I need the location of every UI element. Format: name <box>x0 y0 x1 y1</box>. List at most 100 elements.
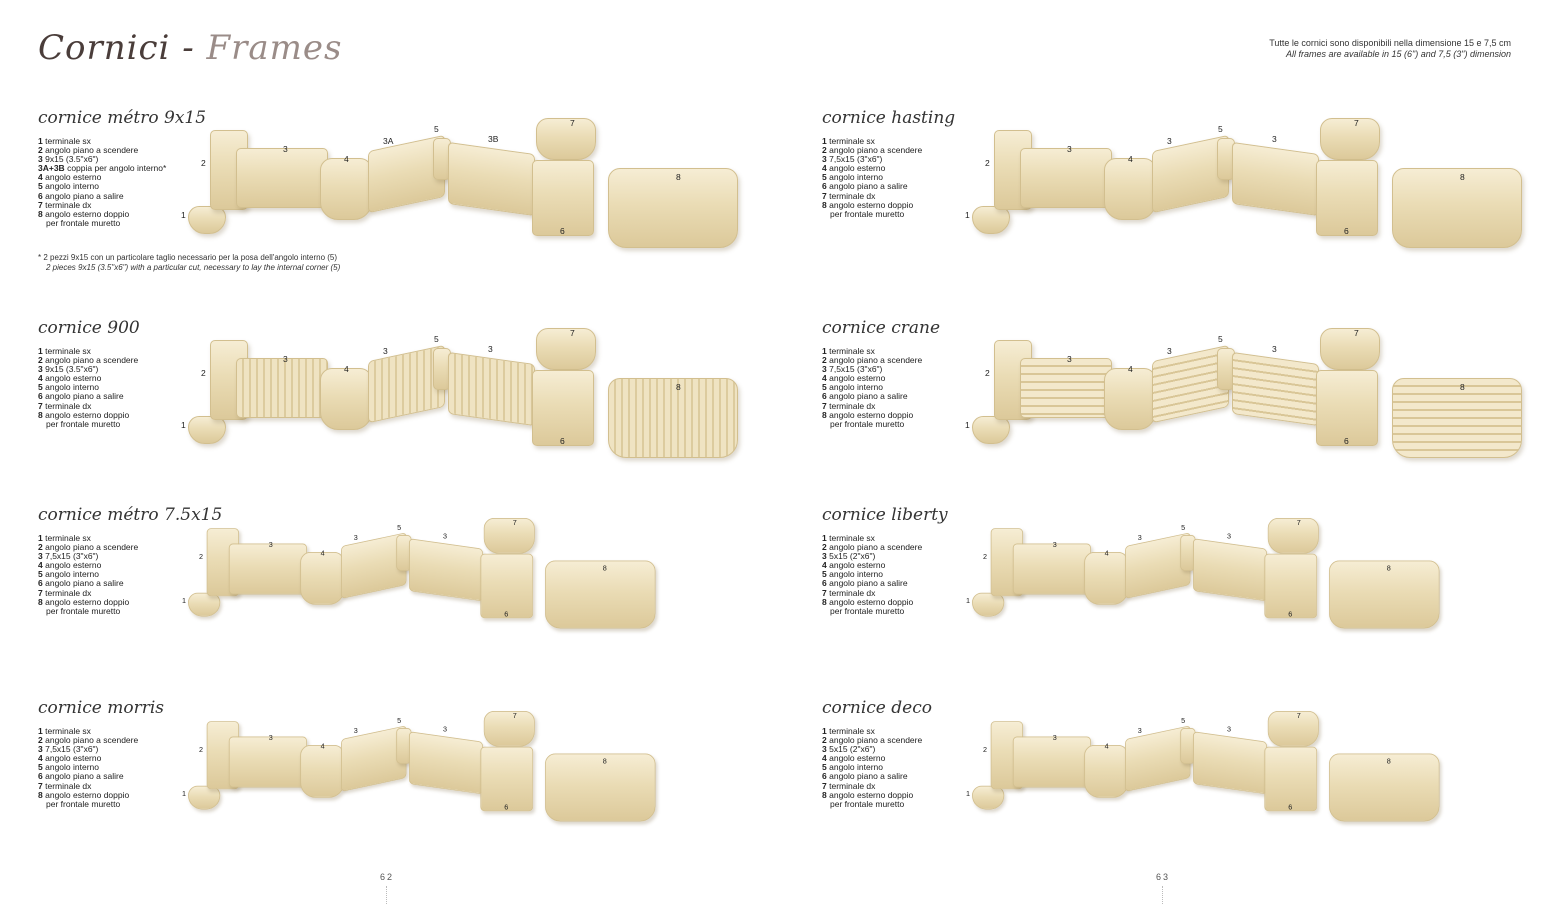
part-number: 2 <box>822 355 827 366</box>
page-title: Cornici - Frames <box>38 28 342 68</box>
part-description: angolo esterno doppio <box>45 596 130 607</box>
piece-label: 8 <box>1386 756 1391 766</box>
piece-label: 7 <box>570 328 575 338</box>
double-corner-image <box>1329 560 1440 629</box>
double-corner-image <box>1392 168 1522 248</box>
parts-list-item: 6 angolo piano a salire <box>822 182 922 191</box>
terminal-left-image <box>188 785 221 810</box>
piece-label: 3 <box>268 540 273 549</box>
piece-label: 2 <box>201 368 206 378</box>
terminal-right-image <box>1267 518 1319 554</box>
parts-list-item: per frontale muretto <box>830 605 905 616</box>
part-number: 2 <box>822 145 827 156</box>
piece-label: 3 <box>443 724 448 734</box>
parts-list-item: 6 angolo piano a salire <box>38 191 166 201</box>
part-number: 2 <box>822 735 827 746</box>
part-number: 3 <box>822 364 827 375</box>
parts-list-item: 3 9x15 (3.5"x6") <box>38 155 166 164</box>
part-number: 7 <box>38 587 43 598</box>
part-number: 4 <box>38 753 43 764</box>
parts-list-item: 2 angolo piano a scendere <box>38 146 166 155</box>
terminal-right-image <box>536 328 596 370</box>
part-description: 5x15 (2"x6") <box>829 744 876 755</box>
part-description: terminale dx <box>45 587 92 598</box>
part-number: 6 <box>38 771 43 782</box>
piece-label: 7 <box>1296 711 1301 720</box>
piece-label: 8 <box>676 382 681 392</box>
piece-label: 3A <box>383 136 394 146</box>
parts-list-item: 7 terminale dx <box>38 587 138 598</box>
double-corner-image <box>608 378 738 458</box>
part-description: angolo esterno doppio <box>45 789 130 800</box>
title-italian: Cornici <box>38 28 171 68</box>
straight-piece-image <box>1232 351 1319 427</box>
part-number: 1 <box>38 136 43 146</box>
parts-list-item: per frontale muretto <box>46 418 121 429</box>
piece-label: 3 <box>1227 531 1232 541</box>
part-number: 3 <box>38 551 43 562</box>
external-corner-image <box>1104 368 1156 430</box>
part-description: angolo piano a salire <box>45 391 124 402</box>
part-number: 8 <box>822 596 827 607</box>
piece-label: 3 <box>1067 354 1072 364</box>
parts-list-item: 8 angolo esterno doppio <box>822 409 922 420</box>
parts-list-item: 1 terminale sx <box>38 726 138 736</box>
parts-list-item: per frontale muretto <box>830 418 905 429</box>
part-number: 8 <box>822 409 827 420</box>
part-number: 5 <box>822 172 827 183</box>
part-description: angolo esterno <box>829 753 886 764</box>
piece-label: 6 <box>1288 802 1293 812</box>
part-description: angolo esterno doppio <box>829 596 914 607</box>
parts-list-item: 8 angolo esterno doppio <box>38 410 138 420</box>
piece-label: 5 <box>434 334 439 344</box>
parts-list-item: 3 5x15 (2"x6") <box>822 552 922 561</box>
piece-label: 6 <box>504 609 509 619</box>
parts-list-item: 4 angolo esterno <box>38 754 138 763</box>
straight-piece-image <box>1012 736 1091 788</box>
part-number: 1 <box>822 136 827 146</box>
parts-list-item: 4 angolo esterno <box>822 374 922 383</box>
part-number: 1 <box>822 533 827 543</box>
parts-list-item: 5 angolo interno <box>822 570 922 579</box>
frame-title: cornice morris <box>38 698 165 718</box>
straight-piece-image <box>1193 538 1267 602</box>
straight-piece-image <box>228 543 307 595</box>
parts-list-item: 5 angolo interno <box>38 570 138 579</box>
piece-label: 6 <box>1344 226 1349 236</box>
part-description: angolo esterno doppio <box>45 208 130 219</box>
terminal-right-image <box>536 118 596 160</box>
corner-up-image <box>1264 553 1318 619</box>
piece-label: 1 <box>181 210 186 220</box>
parts-list-item: 1 terminale sx <box>822 726 922 736</box>
part-number: 8 <box>38 789 43 800</box>
part-number: 4 <box>822 753 827 764</box>
part-number: 1 <box>38 726 43 736</box>
part-description: angolo esterno <box>45 560 102 571</box>
parts-list-item: 7 terminale dx <box>822 400 922 411</box>
part-number: 7 <box>822 587 827 598</box>
parts-list-item: 8 angolo esterno doppio <box>38 789 138 800</box>
parts-list-item: 3A+3B coppia per angolo interno* <box>38 164 166 173</box>
part-description: terminale dx <box>829 190 876 201</box>
availability-note-italian: Tutte le cornici sono disponibili nella … <box>1269 38 1511 48</box>
parts-list-item: 4 angolo esterno <box>822 164 922 173</box>
parts-list-item: 2 angolo piano a scendere <box>822 146 922 155</box>
part-number: 3 <box>822 154 827 165</box>
part-number: 2 <box>38 735 43 746</box>
parts-list-item: 3 7,5x15 (3"x6") <box>38 552 138 561</box>
part-number: 4 <box>38 172 43 183</box>
part-description: terminale sx <box>45 136 91 146</box>
part-description: terminale dx <box>829 400 876 411</box>
part-number: 4 <box>38 373 43 384</box>
parts-list-item: 5 angolo interno <box>38 182 166 191</box>
piece-label: 1 <box>182 596 187 605</box>
